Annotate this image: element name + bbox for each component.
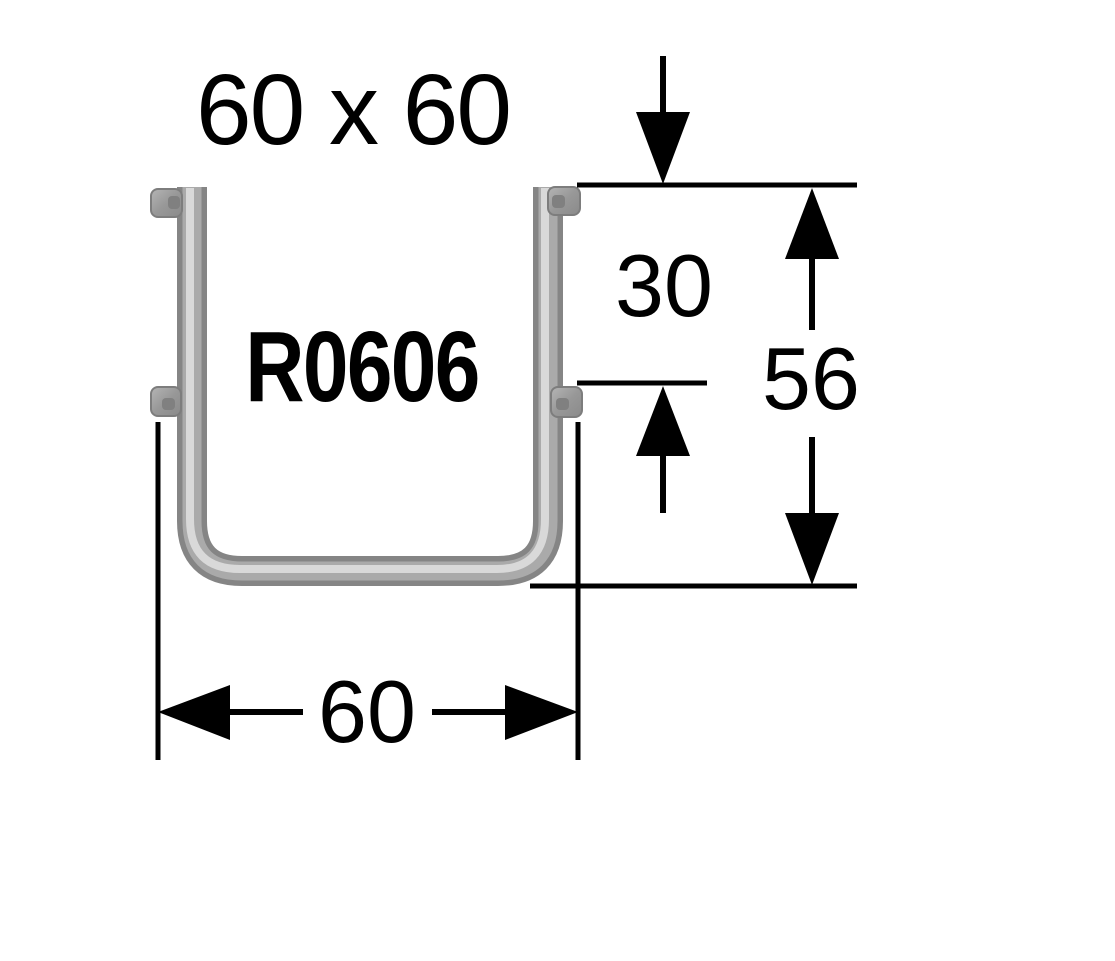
dim-60-arrows — [158, 685, 578, 740]
dim-30-arrow-down-icon — [636, 112, 690, 184]
lug-mid-right-detail — [556, 398, 569, 410]
dim-60-arrow-right-icon — [505, 685, 578, 740]
mounting-lugs — [150, 186, 583, 418]
dim-56-arrow-up-icon — [785, 188, 839, 259]
tube-highlight-stroke — [186, 188, 549, 573]
dim-56-arrow-down-icon — [785, 513, 839, 585]
dim-30-arrow-up-icon — [636, 386, 690, 456]
u-channel-tube — [177, 187, 563, 586]
dim-30-value: 30 — [615, 236, 713, 335]
size-title: 60 x 60 — [195, 54, 512, 166]
dim-60-value: 60 — [318, 662, 416, 761]
dim-56-arrows — [785, 188, 839, 585]
lug-top-right-detail — [552, 195, 565, 208]
lug-top-left-detail — [168, 196, 180, 209]
dim-56-value: 56 — [762, 329, 860, 428]
dim-30-arrows — [636, 56, 690, 513]
lug-mid-left-detail — [162, 398, 175, 410]
part-code-label: R0606 — [245, 311, 480, 423]
dim-60-arrow-left-icon — [158, 685, 230, 740]
